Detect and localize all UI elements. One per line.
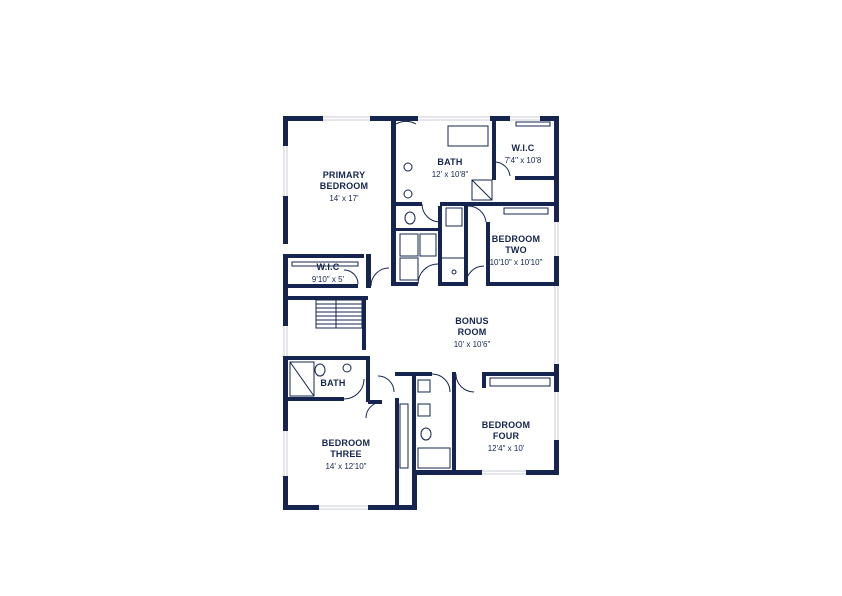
room-name-line1: BEDROOM xyxy=(481,420,531,430)
room-name: W.I.C xyxy=(316,262,340,272)
room-bath-hall: BATH xyxy=(320,378,345,389)
room-name-line2: BEDROOM xyxy=(319,181,369,191)
room-name: BATH xyxy=(320,378,346,388)
windows xyxy=(283,116,559,510)
room-bedroom-two: BEDROOM TWO 10'10" x 10'10" xyxy=(490,234,543,268)
room-primary-bedroom: PRIMARY BEDROOM 14' x 17' xyxy=(320,170,368,204)
room-name-line2: FOUR xyxy=(492,431,520,441)
room-dimensions: 9'10" x 5' xyxy=(311,275,345,284)
room-name: W.I.C xyxy=(511,143,535,153)
room-dimensions: 10' x 10'6" xyxy=(453,340,491,349)
fixtures xyxy=(289,121,551,469)
room-name-line1: BONUS xyxy=(455,316,489,326)
room-name-line1: BEDROOM xyxy=(491,234,541,244)
exterior-walls xyxy=(283,116,559,510)
room-dimensions: 10'10" x 10'10" xyxy=(489,258,543,267)
room-name: BATH xyxy=(437,157,463,167)
room-dimensions: 14' x 12'10" xyxy=(325,462,367,471)
room-name-line1: PRIMARY xyxy=(322,170,366,180)
room-name-line2: ROOM xyxy=(457,327,487,337)
room-dimensions: 12'4" x 10' xyxy=(487,444,525,453)
room-name-line2: THREE xyxy=(330,449,362,459)
room-bedroom-three: BEDROOM THREE 14' x 12'10" xyxy=(322,438,370,472)
doors xyxy=(343,120,511,419)
room-name-line1: BEDROOM xyxy=(321,438,371,448)
room-bonus-room: BONUS ROOM 10' x 10'6" xyxy=(454,316,491,350)
room-dimensions: 14' x 17' xyxy=(329,194,359,203)
room-name-line2: TWO xyxy=(505,245,527,255)
room-bedroom-four: BEDROOM FOUR 12'4" x 10' xyxy=(482,420,530,454)
room-wic-small: W.I.C 9'10" x 5' xyxy=(312,262,344,285)
room-dimensions: 7'4" x 10'8 xyxy=(504,156,542,165)
room-bath-primary: BATH 12' x 10'8" xyxy=(432,157,469,180)
stairs xyxy=(315,299,363,329)
room-wic-primary: W.I.C 7'4" x 10'8 xyxy=(505,143,542,166)
interior-walls xyxy=(288,116,559,510)
room-dimensions: 12' x 10'8" xyxy=(431,170,469,179)
